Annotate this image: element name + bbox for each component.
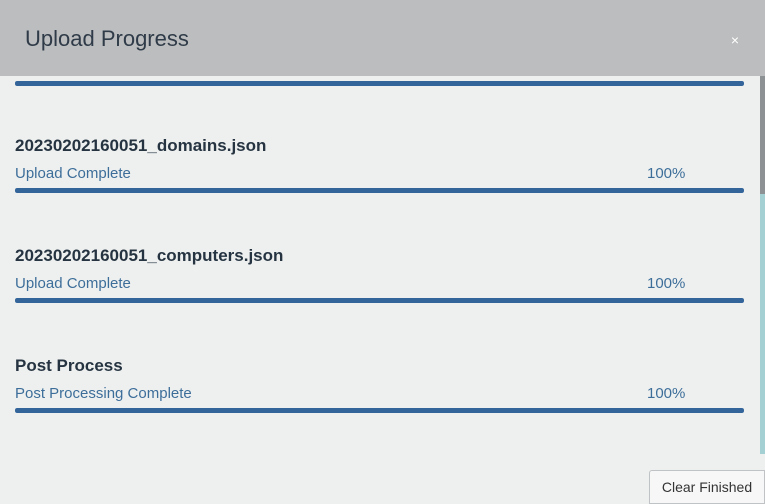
item-file-name: 20230202160051_computers.json [15, 246, 284, 265]
item-progress-bar [15, 408, 744, 413]
upload-item-post-process: Post Process Post Processing Complete 10… [0, 356, 760, 446]
item-progress-bar [15, 298, 744, 303]
scrollbar-track[interactable] [760, 76, 765, 454]
item-progress-bar [15, 188, 744, 193]
upload-list[interactable]: 20230202160051_domains.json Upload Compl… [0, 76, 760, 504]
modal-title: Upload Progress [25, 26, 189, 51]
progress-bar-fill [15, 188, 744, 193]
item-percent: 100% [647, 385, 686, 402]
progress-bar-fill [15, 298, 744, 303]
modal-header: Upload Progress × [0, 0, 765, 76]
item-status: Upload Complete [15, 275, 131, 292]
item-status: Upload Complete [15, 165, 131, 182]
item-file-name: Post Process [15, 356, 123, 375]
progress-bar-fill [15, 81, 744, 86]
upload-item-computers: 20230202160051_computers.json Upload Com… [0, 246, 760, 336]
upload-item-domains: 20230202160051_domains.json Upload Compl… [0, 136, 760, 226]
close-button[interactable]: × [730, 32, 739, 48]
item-file-name: 20230202160051_domains.json [15, 136, 267, 155]
item-percent: 100% [647, 275, 686, 292]
item-status: Post Processing Complete [15, 385, 192, 402]
progress-bar-fill [15, 408, 744, 413]
scrollbar-thumb[interactable] [760, 76, 765, 194]
clear-finished-button[interactable]: Clear Finished [649, 470, 765, 504]
previous-item-progress-bar [15, 81, 744, 86]
item-percent: 100% [647, 165, 686, 182]
